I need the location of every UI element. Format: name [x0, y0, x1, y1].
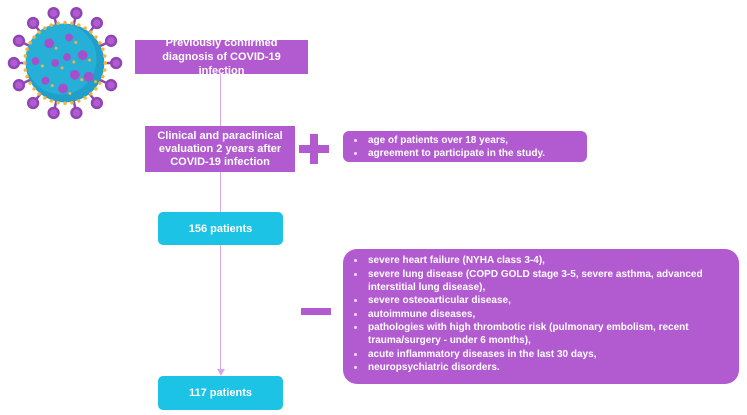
- exclusion-criterion: neuropsychiatric disorders.: [351, 361, 731, 374]
- connector-line: [220, 245, 221, 370]
- arrow-down-icon: [217, 369, 225, 376]
- inclusion-criterion: agreement to participate in the study.: [351, 147, 579, 160]
- exclusion-criterion: severe osteoarticular disease,: [351, 294, 731, 307]
- exclusion-criterion: severe lung disease (COPD GOLD stage 3-5…: [351, 268, 731, 294]
- connector-line: [220, 74, 221, 126]
- step-enrolled-patients: 156 patients: [158, 212, 283, 245]
- connector-line: [220, 172, 221, 212]
- exclusion-criterion: autoimmune diseases,: [351, 308, 731, 321]
- step-final-patients: 117 patients: [158, 376, 283, 410]
- inclusion-criterion: age of patients over 18 years,: [351, 134, 579, 147]
- coronavirus-icon: [7, 7, 123, 119]
- minus-icon: [301, 308, 331, 315]
- exclusion-criterion: pathologies with high thrombotic risk (p…: [351, 321, 731, 347]
- step-confirmed-diagnosis: Previously confirmed diagnosis of COVID-…: [135, 37, 308, 77]
- inclusion-criteria-box: age of patients over 18 years, agreement…: [343, 131, 587, 162]
- step-clinical-evaluation: Clinical and paraclinical evaluation 2 y…: [145, 126, 295, 172]
- exclusion-criterion: severe heart failure (NYHA class 3-4),: [351, 254, 731, 267]
- exclusion-criteria-box: severe heart failure (NYHA class 3-4), s…: [343, 249, 739, 384]
- exclusion-criterion: acute inflammatory diseases in the last …: [351, 348, 731, 361]
